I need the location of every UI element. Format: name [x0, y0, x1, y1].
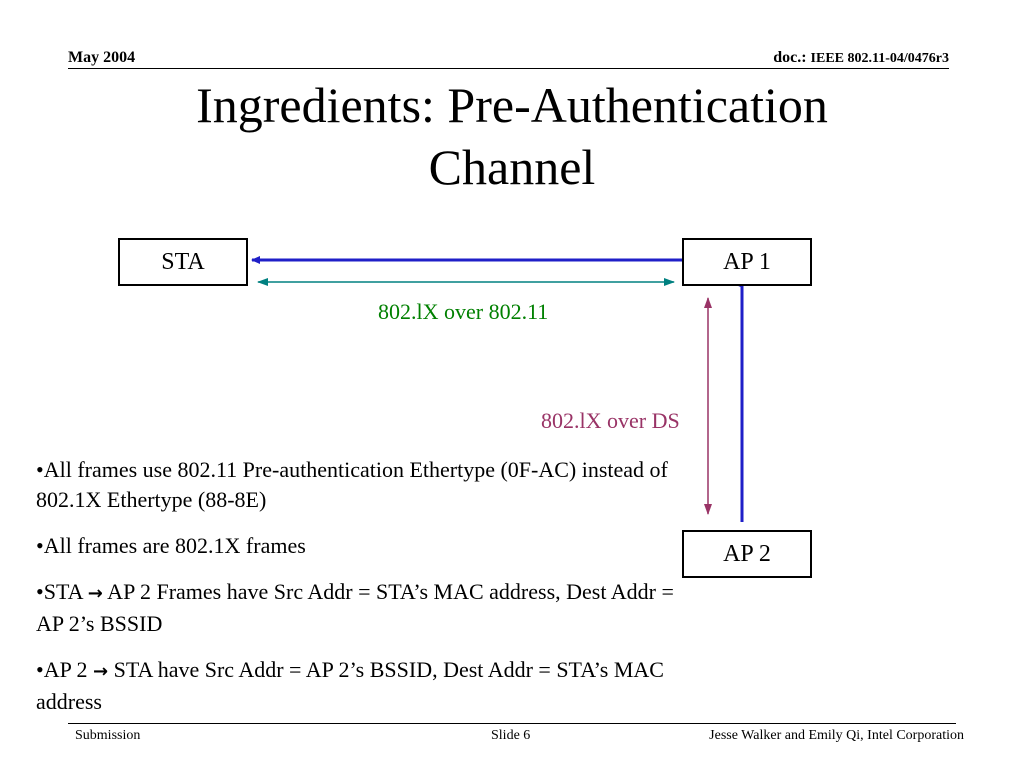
slide-title: Ingredients: Pre-Authentication Channel [0, 74, 1024, 198]
ap1-node: AP 1 [682, 238, 812, 286]
sta-node: STA [118, 238, 248, 286]
header-rule [68, 68, 949, 69]
header-doc-id: doc.: IEEE 802.11-04/0476r3 [773, 49, 949, 67]
bullet-text-pre: •AP 2 [36, 657, 94, 682]
header-doc-prefix: doc.: [773, 49, 807, 66]
header-date: May 2004 [68, 49, 136, 66]
bullet-item-ethertype: •All frames use 802.11 Pre-authenticatio… [36, 457, 668, 512]
footer-slide-number: Slide 6 [491, 728, 531, 743]
slide-title-line-1: Ingredients: Pre-Authentication [196, 77, 828, 133]
right-arrow-icon: → [93, 661, 109, 682]
bullet-item-8021x-frames: •All frames are 802.1X frames [36, 533, 306, 558]
bullet-list: •All frames use 802.11 Pre-authenticatio… [36, 455, 686, 733]
slide-title-line-2: Channel [428, 139, 596, 195]
bullet-text-post: STA have Src Addr = AP 2’s BSSID, Dest A… [36, 657, 664, 714]
right-arrow-icon: → [87, 583, 103, 604]
bullet-item-sta-to-ap2: •STA → AP 2 Frames have Src Addr = STA’s… [36, 577, 686, 639]
header-doc-number: IEEE 802.11-04/0476r3 [810, 51, 949, 66]
bullet-item-ap2-to-sta: •AP 2 → STA have Src Addr = AP 2’s BSSID… [36, 655, 686, 717]
ap2-node: AP 2 [682, 530, 812, 578]
footer-authors: Jesse Walker and Emily Qi, Intel Corpora… [709, 728, 964, 743]
footer-submission: Submission [75, 728, 141, 743]
wireless-link-label: 802.lX over 802.11 [378, 299, 549, 324]
footer-rule [68, 723, 956, 724]
bullet-text-pre: •STA [36, 579, 88, 604]
ds-link-label: 802.lX over DS [541, 408, 680, 433]
bullet-text-post: AP 2 Frames have Src Addr = STA’s MAC ad… [36, 579, 674, 636]
